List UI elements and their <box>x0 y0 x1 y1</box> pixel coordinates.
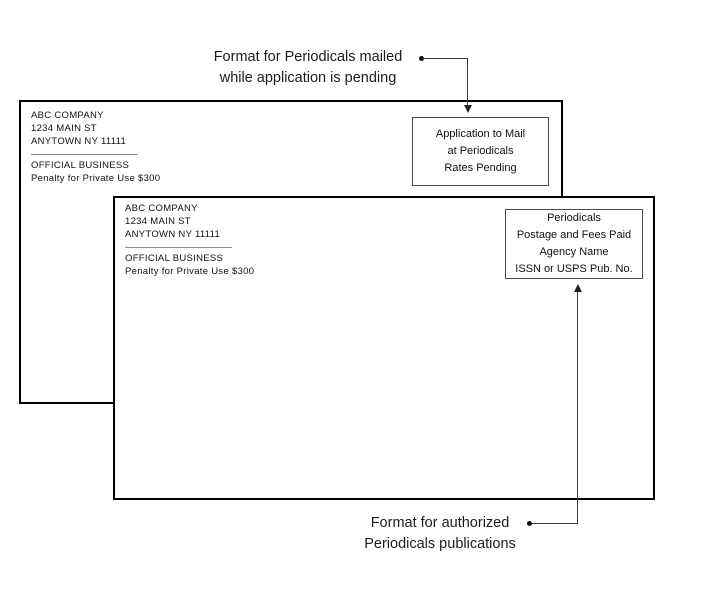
address-penalty-line: Penalty for Private Use $300 <box>31 173 161 184</box>
periodicals-box-line4: ISSN or USPS Pub. No. <box>515 263 633 275</box>
arrow-up-icon <box>574 284 582 292</box>
periodicals-box-line2: Postage and Fees Paid <box>516 229 632 241</box>
address-street-line: 1234 MAIN ST <box>31 123 97 134</box>
address-official-line: OFFICIAL BUSINESS <box>31 160 130 171</box>
address-street-line: 1234 MAIN ST <box>125 216 191 227</box>
pending-rates-permit-box: Application to Mail at Periodicals Rates… <box>412 117 549 186</box>
top-callout-bullet <box>419 56 424 61</box>
address-city-line: ANYTOWN NY 11111 <box>125 229 221 240</box>
periodicals-box-line1: Periodicals <box>547 212 601 224</box>
bottom-callout-line-horizontal <box>532 523 578 524</box>
top-callout-line-vertical <box>467 58 468 106</box>
address-city-line: ANYTOWN NY 11111 <box>31 136 127 147</box>
address-company-line: ABC COMPANY <box>31 110 104 121</box>
top-callout-line-horizontal <box>423 58 468 59</box>
bottom-caption: Format for authorized Periodicals public… <box>351 513 529 555</box>
periodicals-permit-box: Periodicals Postage and Fees Paid Agency… <box>505 209 643 279</box>
pending-box-line2: at Periodicals <box>447 145 514 157</box>
bottom-caption-line2: Periodicals publications <box>364 536 516 552</box>
arrow-down-icon <box>464 105 472 113</box>
top-caption-line1: Format for Periodicals mailed <box>213 49 403 65</box>
bottom-callout-line-vertical <box>577 292 578 524</box>
address-company-line: ABC COMPANY <box>125 203 198 214</box>
return-address-block-pending: ABC COMPANY 1234 MAIN ST ANYTOWN NY 1111… <box>31 109 160 185</box>
bottom-callout-bullet <box>527 521 532 526</box>
address-official-line: OFFICIAL BUSINESS <box>125 253 224 264</box>
top-caption: Format for Periodicals mailed while appl… <box>199 47 417 89</box>
top-caption-line2: while application is pending <box>219 70 397 86</box>
periodicals-box-line3: Agency Name <box>539 246 609 258</box>
pending-box-line1: Application to Mail <box>435 128 526 140</box>
bottom-caption-line1: Format for authorized <box>370 515 510 531</box>
pending-box-line3: Rates Pending <box>444 162 517 174</box>
address-penalty-line: Penalty for Private Use $300 <box>125 266 255 277</box>
address-separator-line <box>125 247 232 248</box>
return-address-block-authorized: ABC COMPANY 1234 MAIN ST ANYTOWN NY 1111… <box>125 202 254 278</box>
address-separator-line <box>31 154 138 155</box>
